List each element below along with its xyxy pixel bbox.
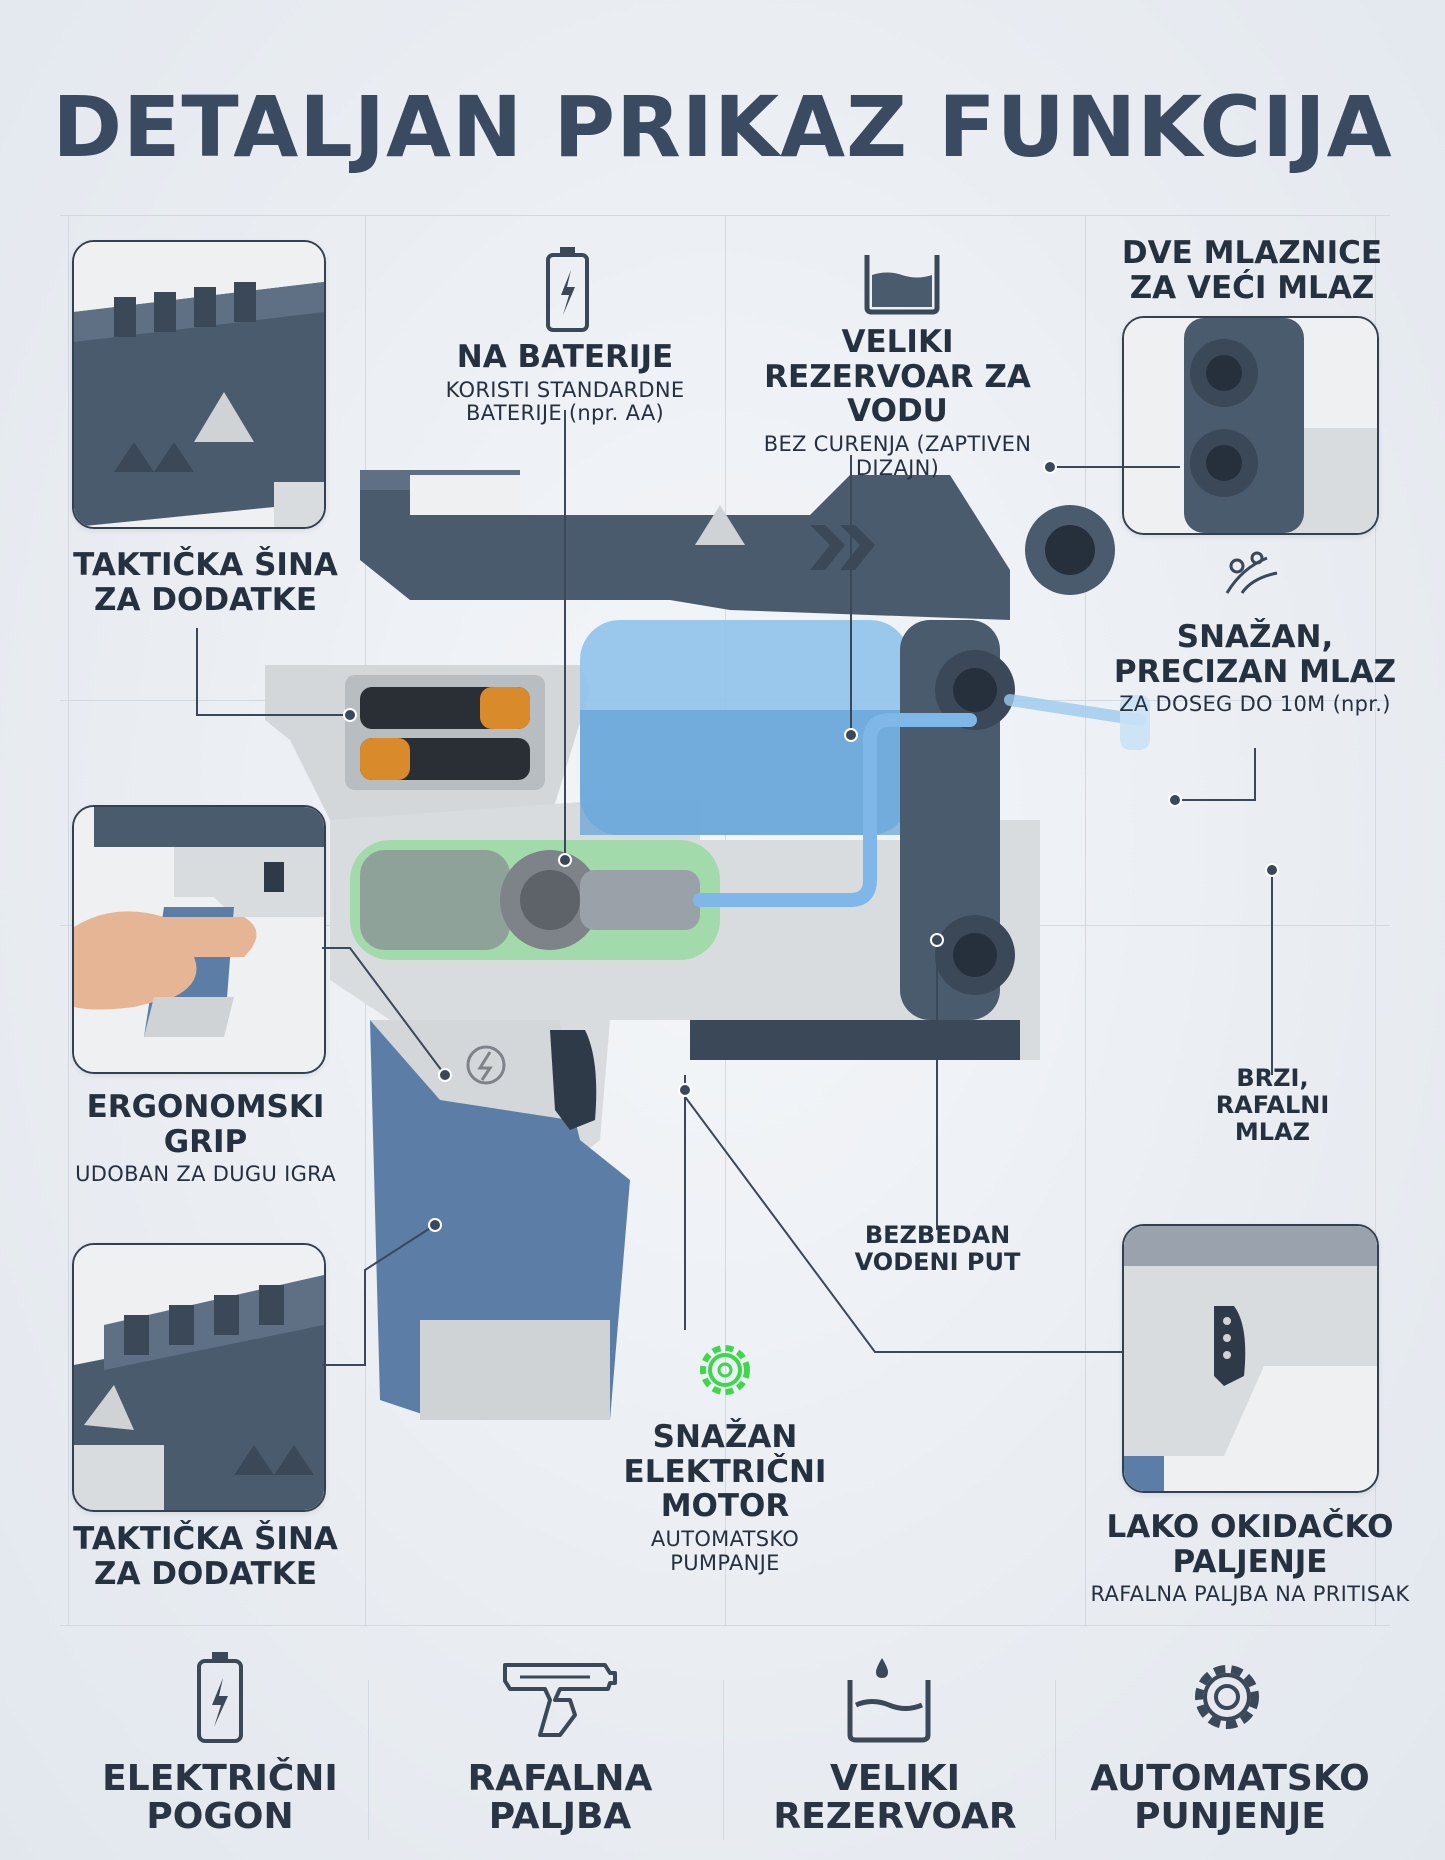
feature-divider [1055, 1680, 1056, 1840]
grip-label: ERGONOMSKI GRIP UDOBAN ZA DUGU IGRA [75, 1089, 336, 1187]
battery-icon [546, 247, 589, 332]
water-tank-icon [847, 1658, 931, 1743]
nozzles-detail-card [1122, 316, 1379, 535]
feature-label-auto-refill: AUTOMATSKO PUNJENJE [1090, 1758, 1370, 1838]
water-spray [1004, 694, 1146, 726]
gear-icon [1195, 1665, 1259, 1729]
grid-line [68, 215, 69, 1625]
water-gun-cutaway-illustration [265, 470, 1150, 1420]
grid-line [1375, 215, 1376, 1625]
grip-detail-card [72, 805, 326, 1074]
rail-bottom-detail-card [72, 1243, 326, 1512]
grid-line [1085, 215, 1086, 1625]
rail-top-detail-card [72, 240, 326, 529]
nozzles-label: DVE MLAZNICE ZA VEĆI MLAZ [1121, 235, 1383, 306]
motor-cutaway [350, 840, 720, 960]
top-slide [360, 470, 1010, 620]
feature-divider [368, 1680, 369, 1840]
glowing-gear-icon [700, 1345, 750, 1395]
battery-icon [197, 1652, 243, 1743]
page-title: DETALJAN PRIKAZ FUNKCIJA [52, 78, 1393, 176]
water-tank-icon [864, 255, 940, 315]
burst-label: BRZI, RAFALNI MLAZ [1215, 1064, 1330, 1146]
water-path [693, 713, 977, 907]
rail-bottom-label: TAKTIČKA ŠINA ZA DODATKE [73, 1521, 338, 1592]
waterpath-label: BEZBEDAN VODENI PUT [854, 1221, 1021, 1276]
feature-label-electric-drive: ELEKTRIČNI POGON [102, 1758, 338, 1838]
stream-label: SNAŽAN, PRECIZAN MLAZ ZA DOSEG DO 10M (n… [1113, 619, 1397, 717]
water-splash-icon [1225, 551, 1278, 594]
trigger-label: LAKO OKIDAČKO PALJENJE RAFALNA PALJBA NA… [1090, 1509, 1410, 1607]
water-gun-icon [503, 1663, 617, 1737]
batteries [360, 687, 530, 780]
feature-divider [723, 1680, 724, 1840]
motor-label: SNAŽAN ELEKTRIČNI MOTOR AUTOMATSKO PUMPA… [623, 1419, 827, 1575]
feature-label-large-tank: VELIKI REZERVOAR [773, 1758, 1017, 1838]
trigger-detail-card [1122, 1224, 1379, 1493]
tank-label: VELIKI REZERVOAR ZA VODU BEZ CURENJA (ZA… [763, 324, 1032, 480]
rail-top-label: TAKTIČKA ŠINA ZA DODATKE [73, 547, 338, 618]
battery-label: NA BATERIJE KORISTI STANDARDNE BATERIJE … [445, 339, 685, 426]
feature-label-burst-fire: RAFALNA PALJBA [467, 1758, 653, 1838]
grid-line [60, 1625, 1390, 1626]
trigger [550, 1030, 597, 1130]
